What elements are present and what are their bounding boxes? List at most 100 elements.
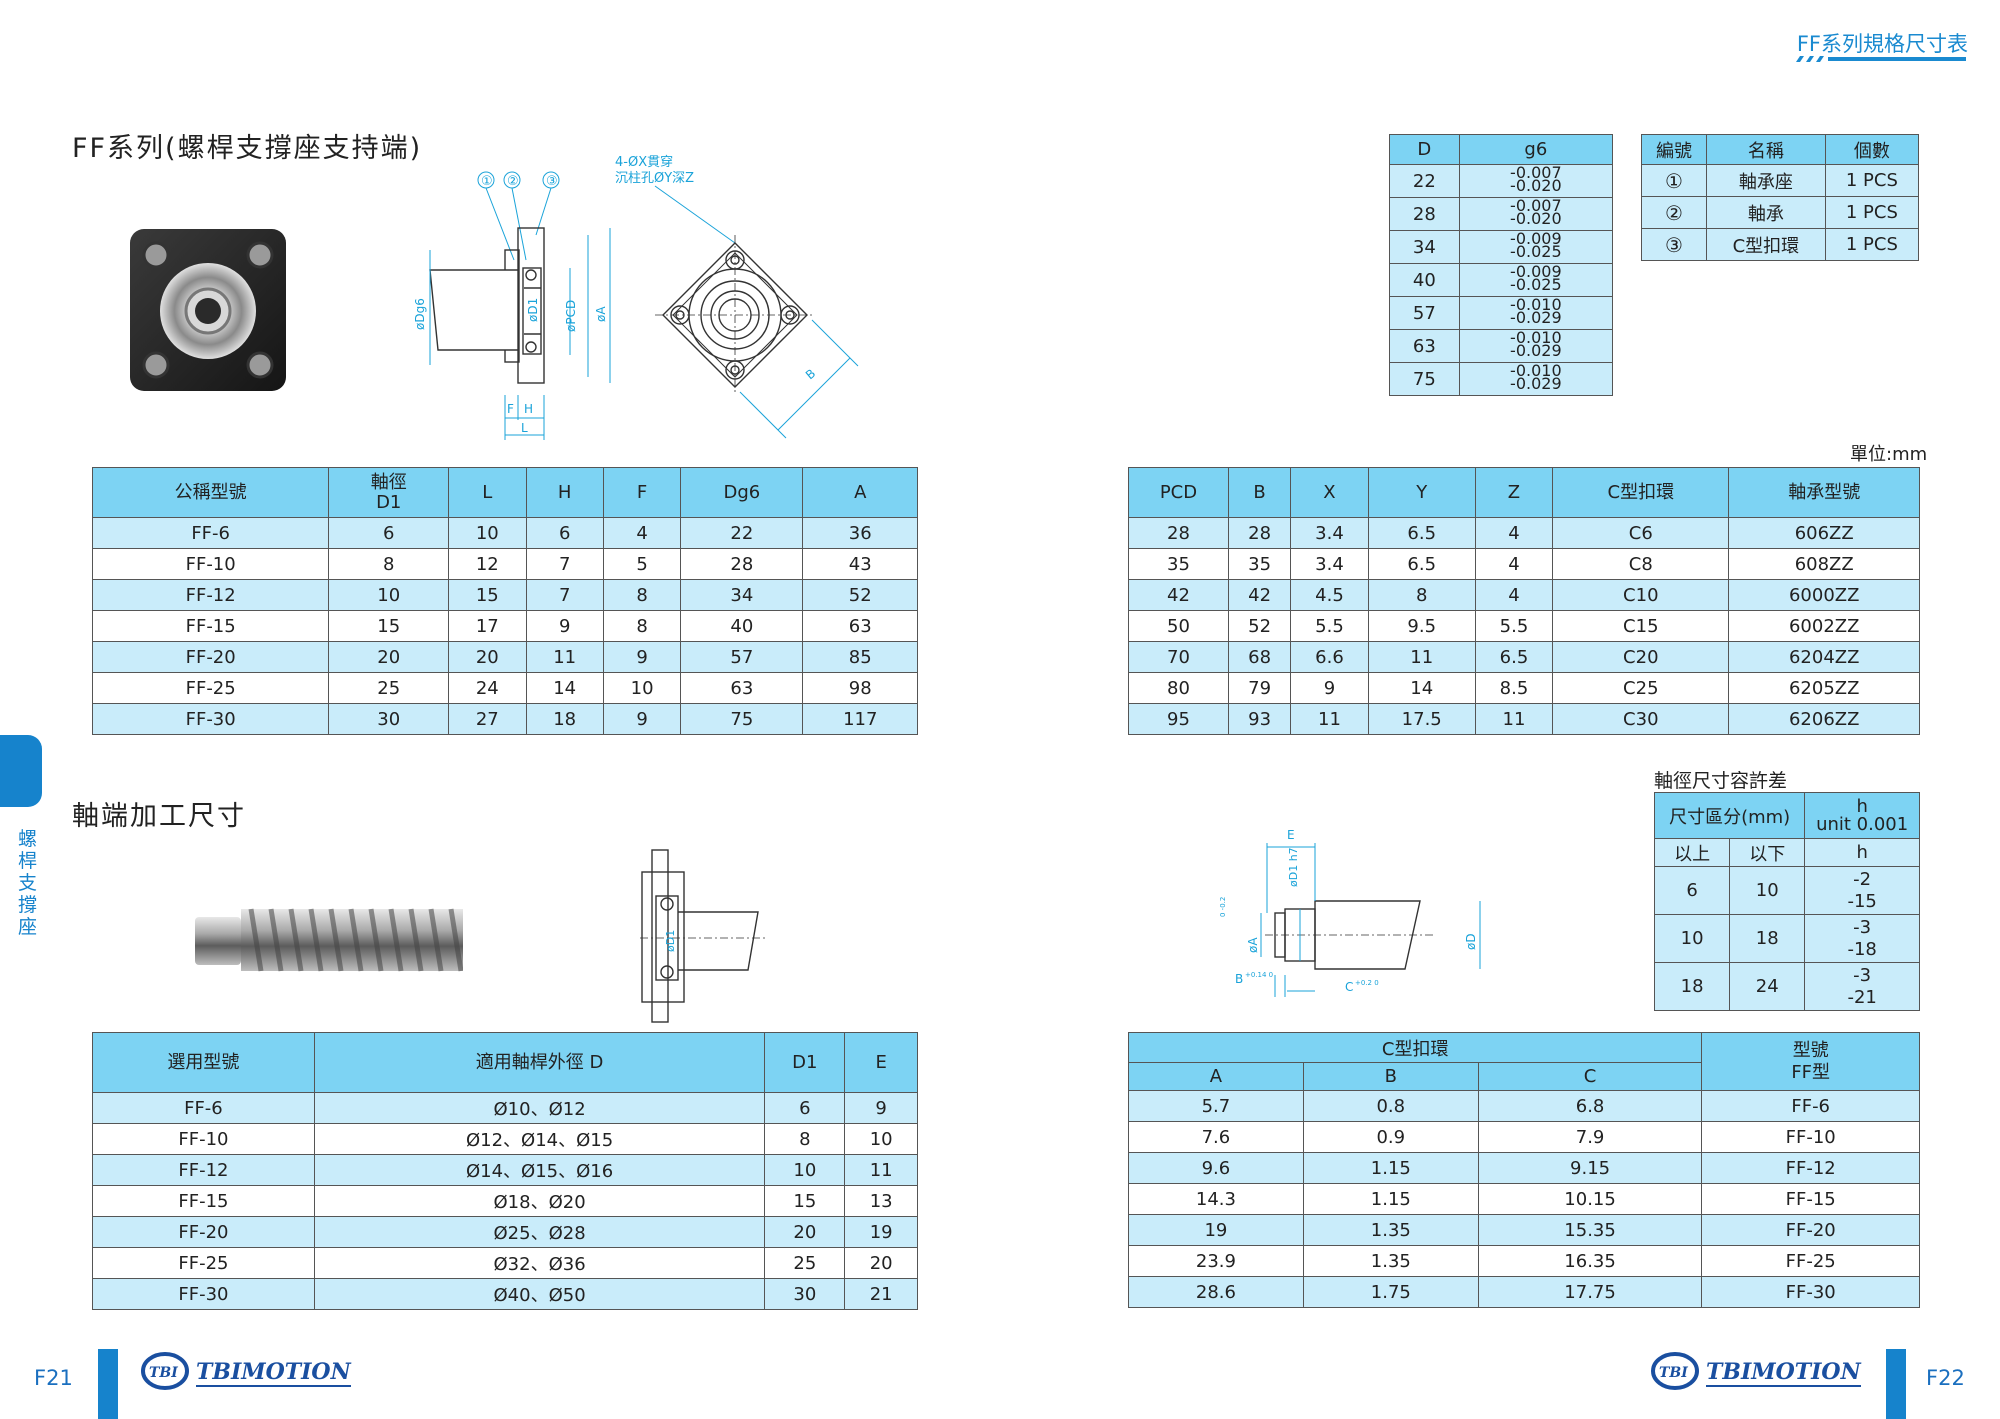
spec-left-cell-3: 6: [525, 517, 604, 549]
shaft-left-cell-3: 9: [844, 1092, 918, 1124]
spec-right-cell-5: C25: [1552, 672, 1730, 704]
spec-right-cell-1: 93: [1227, 703, 1292, 735]
spec-left-cell-6: 98: [802, 672, 918, 704]
callout-1: ①: [481, 174, 493, 189]
header-stripes: [1796, 56, 1966, 62]
parts-cell-no: ①: [1640, 164, 1708, 197]
label-a: øA: [594, 306, 608, 322]
spec-right-cell-5: C6: [1552, 517, 1730, 549]
spec-right-cell-4: 4: [1474, 517, 1554, 549]
ff-support-photo: [130, 229, 286, 391]
page-number-right: F22: [1926, 1366, 1965, 1390]
g6-row: 63-0.010-0.029: [1389, 328, 1614, 363]
spec-left-cell-2: 12: [448, 548, 527, 580]
spec-right-cell-3: 8: [1367, 579, 1476, 611]
shaft-left-cell-2: 8: [764, 1123, 846, 1155]
tol-cell-to: 18: [1729, 914, 1806, 963]
spec-right-cell-2: 6.6: [1290, 641, 1369, 673]
tol-header-size: 尺寸區分(mm): [1653, 792, 1806, 839]
sidebar-tab[interactable]: [0, 735, 42, 807]
spec-right-cell-3: 6.5: [1367, 517, 1476, 549]
g6-tolerance-value: -0.009-0.025: [1510, 229, 1562, 261]
shaft-right-cell-2: 6.8: [1477, 1090, 1703, 1122]
g6-cell-d: 34: [1389, 230, 1460, 264]
tol-cell-from: 10: [1653, 914, 1731, 963]
screw-shaft-photo: [195, 908, 463, 972]
shaft-left-cell-2: 30: [764, 1278, 846, 1310]
label-l: L: [521, 421, 528, 435]
logo-left: TBI TBIMOTION: [140, 1351, 351, 1395]
spec-left-cell-3: 14: [525, 672, 604, 704]
hole-note-1: 4-ØX貫穿: [615, 154, 673, 170]
spec-right-cell-5: C15: [1552, 610, 1730, 642]
hole-note-2: 沉柱孔ØY深Z: [615, 171, 694, 186]
shaft-left-cell-1: Ø14、Ø15、Ø16: [313, 1154, 766, 1186]
spec-left-cell-5: 28: [680, 548, 804, 580]
callout-3: ③: [546, 174, 558, 189]
shaft-left-cell-1: Ø32、Ø36: [313, 1247, 766, 1279]
g6-row: 57-0.010-0.029: [1389, 295, 1614, 330]
shaft-right-cell-0: 23.9: [1128, 1245, 1304, 1277]
parts-header-no: 編號: [1640, 134, 1708, 165]
tol-header-h: h unit 0.001: [1804, 792, 1920, 839]
spec-left-cell-0: FF-15: [91, 610, 330, 642]
section-title-ff-series: FF系列(螺桿支撐座支持端): [72, 133, 423, 164]
parts-cell-qty: 1 PCS: [1824, 164, 1920, 197]
footer-bar-left: [98, 1349, 118, 1419]
spec-right-cell-4: 8.5: [1474, 672, 1554, 704]
spec-left-header-6: A: [802, 467, 918, 518]
shaft-right-cell-2: 16.35: [1477, 1245, 1703, 1277]
g6-tolerance-value: -0.010-0.029: [1510, 328, 1562, 360]
spec-right-cell-1: 35: [1227, 548, 1292, 580]
shaft-left-header-1: 適用軸桿外徑 D: [313, 1032, 766, 1093]
spec-right-cell-0: 50: [1128, 610, 1229, 642]
shaft-left-cell-1: Ø18、Ø20: [313, 1185, 766, 1217]
shaft-left-cell-1: Ø12、Ø14、Ø15: [313, 1123, 766, 1155]
spec-right-cell-4: 4: [1474, 579, 1554, 611]
snap-ring-sub-header-1: B: [1302, 1062, 1479, 1091]
spec-right-cell-5: C10: [1552, 579, 1730, 611]
spec-right-cell-1: 68: [1227, 641, 1292, 673]
spec-left-cell-5: 34: [680, 579, 804, 611]
spec-right-cell-1: 79: [1227, 672, 1292, 704]
shaft-label-d1h7: øD1 h7: [1287, 847, 1300, 887]
spec-left-cell-2: 20: [448, 641, 527, 673]
tol-cell-from: 6: [1653, 866, 1731, 915]
label-dg6: øDg6: [413, 298, 427, 330]
shaft-left-cell-2: 20: [764, 1216, 846, 1248]
shaft-right-cell-1: 0.8: [1302, 1090, 1479, 1122]
shaft-left-cell-0: FF-12: [92, 1154, 315, 1186]
spec-right-header-4: Z: [1474, 467, 1554, 518]
shaft-right-cell-2: 7.9: [1477, 1121, 1703, 1153]
g6-tolerance-value: -0.010-0.029: [1510, 295, 1562, 327]
spec-left-cell-1: 30: [328, 703, 450, 735]
shaft-right-cell-3: FF-25: [1701, 1245, 1920, 1277]
shaft-left-cell-3: 20: [844, 1247, 918, 1279]
parts-header-qty: 個數: [1824, 134, 1920, 165]
spec-left-cell-4: 10: [602, 672, 682, 704]
spec-left-cell-4: 5: [602, 548, 682, 580]
spec-right-cell-2: 4.5: [1290, 579, 1369, 611]
label-pcd: øPCD: [564, 300, 578, 332]
g6-cell-d: 75: [1389, 362, 1460, 396]
g6-cell-tol: -0.010-0.029: [1458, 295, 1614, 330]
g6-cell-tol: -0.009-0.025: [1458, 263, 1614, 297]
spec-right-cell-5: C20: [1552, 641, 1730, 673]
spec-right-cell-2: 11: [1290, 703, 1369, 735]
g6-row: 34 -0.009-0.025: [1389, 229, 1614, 264]
shaft-right-cell-1: 0.9: [1302, 1121, 1479, 1153]
spec-left-cell-5: 40: [680, 610, 804, 642]
spec-left-cell-3: 18: [525, 703, 604, 735]
